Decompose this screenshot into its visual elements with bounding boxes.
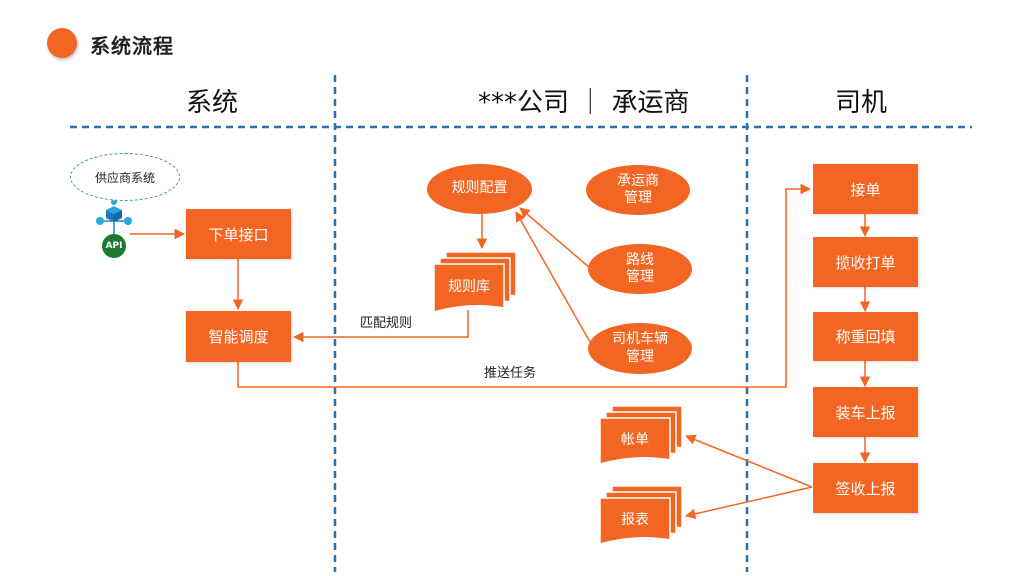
- supplier-system-node: 供应商系统: [70, 153, 180, 201]
- rule-lib-doc-stack: [433, 251, 517, 313]
- lane-header-company: ***公司 ｜ 承运商: [478, 88, 690, 118]
- arrow-sign-to-report: [684, 486, 813, 519]
- carrier-mgmt-node: 承运商 管理: [586, 165, 690, 215]
- accept-order-box: 接单: [813, 164, 918, 214]
- rule-config-node: 规则配置: [427, 164, 532, 214]
- arrow-route-to-config: [519, 207, 591, 269]
- order-api-box: 下单接口: [186, 209, 291, 259]
- rule-lib-label: 规则库: [448, 279, 490, 295]
- report-doc-stack: [599, 485, 683, 545]
- route-mgmt-node: 路线 管理: [588, 244, 692, 294]
- dispatch-box: 智能调度: [186, 311, 291, 362]
- report-label: 报表: [621, 512, 649, 528]
- bill-label: 帐单: [621, 432, 649, 448]
- lane-header-system: 系统: [186, 88, 239, 118]
- arrow-vehicle-to-config: [515, 211, 591, 343]
- arrow-match-rules: [292, 310, 469, 343]
- arrow-push-task: [237, 183, 812, 388]
- match-rules-label: 匹配规则: [360, 316, 413, 331]
- weigh-fill-box: 称重回填: [813, 312, 918, 361]
- sign-report-box: 签收上报: [813, 463, 918, 513]
- vehicle-mgmt-node: 司机车辆 管理: [588, 323, 692, 374]
- lane-header-driver: 司机: [835, 88, 888, 118]
- api-network-icon: [96, 199, 132, 236]
- push-task-label: 推送任务: [484, 366, 537, 381]
- bill-doc-stack: [599, 405, 683, 465]
- title-bullet-icon: [47, 28, 77, 58]
- api-badge: API: [102, 234, 126, 258]
- load-report-box: 装车上报: [813, 387, 918, 437]
- page-title: 系统流程: [90, 34, 174, 58]
- arrow-sign-to-bill: [685, 434, 813, 488]
- pickup-print-box: 揽收打单: [813, 237, 918, 287]
